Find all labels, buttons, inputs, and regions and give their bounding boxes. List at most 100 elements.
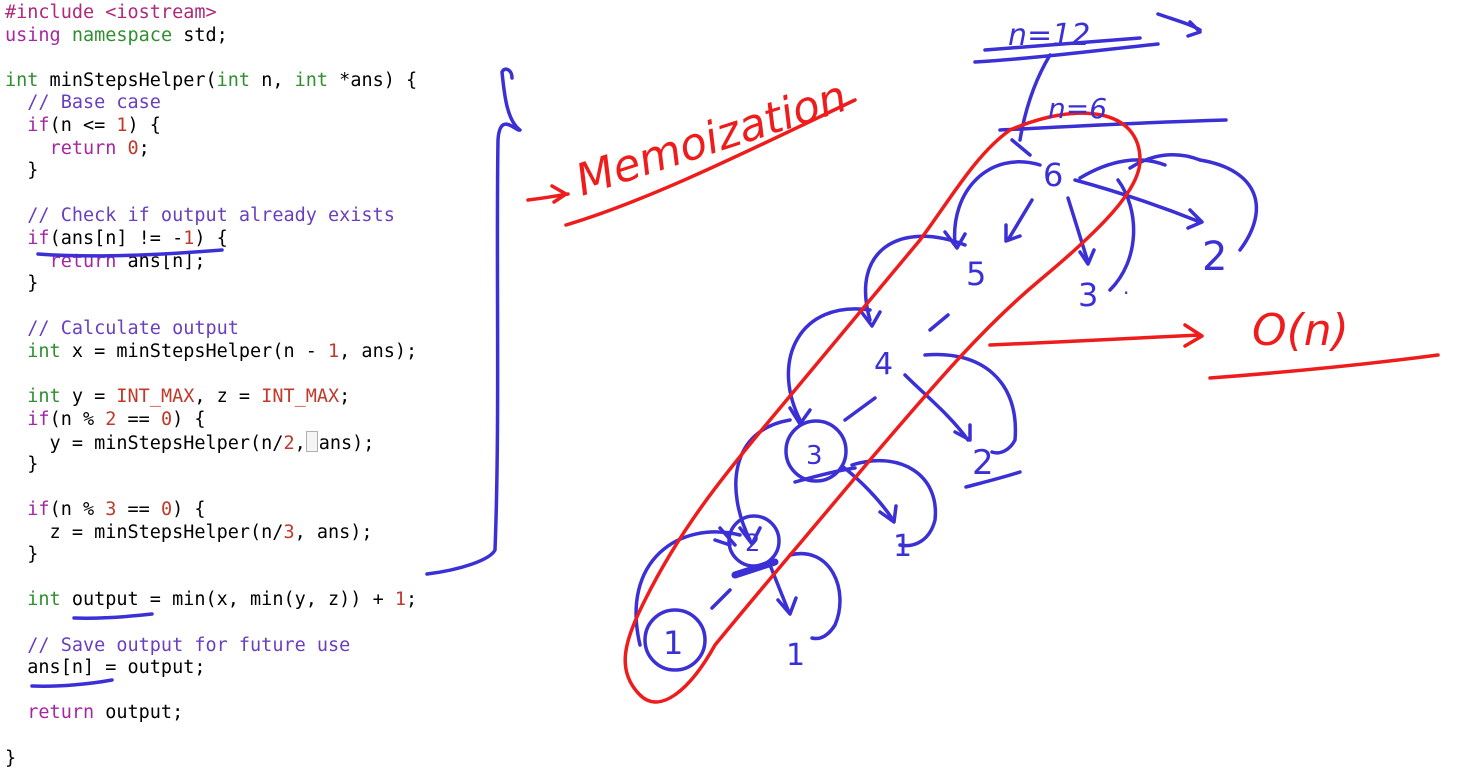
code-line: y = minStepsHelper(n/2, ans); <box>5 431 417 454</box>
code-token: *ans) { <box>328 69 418 91</box>
code-line: if(ans[n] != -1) { <box>5 228 417 251</box>
code-token: if <box>27 408 50 430</box>
code-line: int x = minStepsHelper(n - 1, ans); <box>5 341 417 364</box>
code-token: , <box>294 433 306 455</box>
code-token: ; <box>138 137 150 159</box>
memoization-label: Memoization <box>570 71 853 206</box>
leaf-2b: 2 <box>972 443 994 483</box>
code-token: } <box>5 544 39 566</box>
code-token: ans); <box>318 433 375 455</box>
code-token: y = <box>60 386 117 408</box>
code-line: int y = INT_MAX, z = INT_MAX; <box>5 386 417 409</box>
code-token: return <box>49 137 117 159</box>
code-token: , z = <box>194 386 262 408</box>
code-token: if <box>27 114 50 136</box>
code-line: } <box>5 273 417 296</box>
code-token: ; <box>339 386 351 408</box>
code-token: // Check if output already exists <box>27 205 395 227</box>
code-token: ans[n] = output; <box>5 657 206 679</box>
code-token: output; <box>94 702 184 724</box>
code-token: if <box>27 227 50 249</box>
code-token: y = minStepsHelper(n/ <box>5 433 284 455</box>
code-line: z = minStepsHelper(n/3, ans); <box>5 522 417 545</box>
code-line: return 0; <box>5 138 417 161</box>
leaf-1a: 1 <box>893 529 912 564</box>
highlight-loop <box>623 111 1142 704</box>
code-line: } <box>5 160 417 183</box>
leaf-2a: 2 <box>1202 234 1227 280</box>
leaf-3: 3 <box>1078 276 1098 314</box>
code-token: } <box>5 160 39 182</box>
code-token: if <box>27 499 50 521</box>
code-line: } <box>5 544 417 567</box>
code-line: ans[n] = output; <box>5 657 417 680</box>
code-line: if(n % 2 == 0) { <box>5 409 417 432</box>
code-token: return <box>27 702 95 724</box>
code-token: namespace <box>71 24 173 46</box>
code-token: x = minStepsHelper(n - <box>60 340 329 362</box>
code-line: // Base case <box>5 92 417 115</box>
node-6: 6 <box>1043 156 1063 194</box>
code-token: 3 <box>283 521 295 543</box>
code-token: ) { <box>194 227 228 249</box>
code-token: int <box>27 340 61 362</box>
code-line: // Save output for future use <box>5 635 417 658</box>
code-line: } <box>5 454 417 477</box>
code-token: // Calculate output <box>27 318 239 340</box>
code-line: return output; <box>5 702 417 725</box>
complexity-arrow <box>988 323 1204 348</box>
code-token: } <box>5 747 17 769</box>
code-token: 0 <box>127 137 139 159</box>
node-5: 5 <box>966 255 986 293</box>
code-token: ) { <box>172 408 206 430</box>
code-token: output = min(x, min(y, z)) + <box>60 589 395 611</box>
code-token: } <box>5 453 39 475</box>
code-token: == <box>116 408 161 430</box>
dot-mark: . <box>1123 275 1129 299</box>
code-token: 1 <box>394 589 406 611</box>
underline-ans <box>30 678 114 688</box>
code-token: int <box>27 386 61 408</box>
complexity-label: O(n) <box>1252 305 1349 356</box>
code-token: , ans); <box>339 340 418 362</box>
second-label: n=6 <box>1048 92 1107 125</box>
code-editor[interactable]: #include <iostream>using namespace std; … <box>5 2 417 770</box>
code-token: 2 <box>105 408 117 430</box>
code-token: // Save output for future use <box>27 634 351 656</box>
underline-output <box>72 612 154 620</box>
code-token: (n % <box>49 499 106 521</box>
memoization-arrow <box>526 184 570 204</box>
code-token: z = minStepsHelper(n/ <box>5 521 284 543</box>
code-token: int <box>294 69 329 91</box>
code-line: int minStepsHelper(int n, int *ans) { <box>5 70 417 93</box>
code-token: 1 <box>183 227 195 249</box>
code-token: ) { <box>172 499 206 521</box>
code-line: using namespace std; <box>5 25 417 48</box>
text-cursor <box>305 431 318 453</box>
code-token: ) { <box>127 114 161 136</box>
code-line: } <box>5 748 417 771</box>
code-token: (n <= <box>49 114 117 136</box>
code-token: (ans[n] != - <box>49 227 184 249</box>
complexity-underline <box>1208 353 1440 380</box>
code-token: 3 <box>105 499 117 521</box>
code-token: n, <box>250 69 295 91</box>
code-token: INT_MAX <box>261 386 340 408</box>
code-token: using <box>5 24 61 46</box>
code-token: 1 <box>328 340 340 362</box>
code-token: 0 <box>160 408 173 430</box>
code-line: int output = min(x, min(y, z)) + 1; <box>5 589 417 612</box>
memoization-underline <box>564 98 857 227</box>
code-token: // Base case <box>27 92 161 114</box>
code-token: 1 <box>116 114 128 136</box>
code-token: #include <iostream> <box>5 2 217 23</box>
code-line: #include <iostream> <box>5 2 417 25</box>
code-token: 2 <box>283 433 295 455</box>
node-4: 4 <box>874 347 893 382</box>
code-token: (n % <box>49 408 106 430</box>
code-token: std; <box>172 24 228 46</box>
code-line: // Calculate output <box>5 318 417 341</box>
node-1: 1 <box>663 624 683 662</box>
code-token: minStepsHelper( <box>38 69 217 91</box>
